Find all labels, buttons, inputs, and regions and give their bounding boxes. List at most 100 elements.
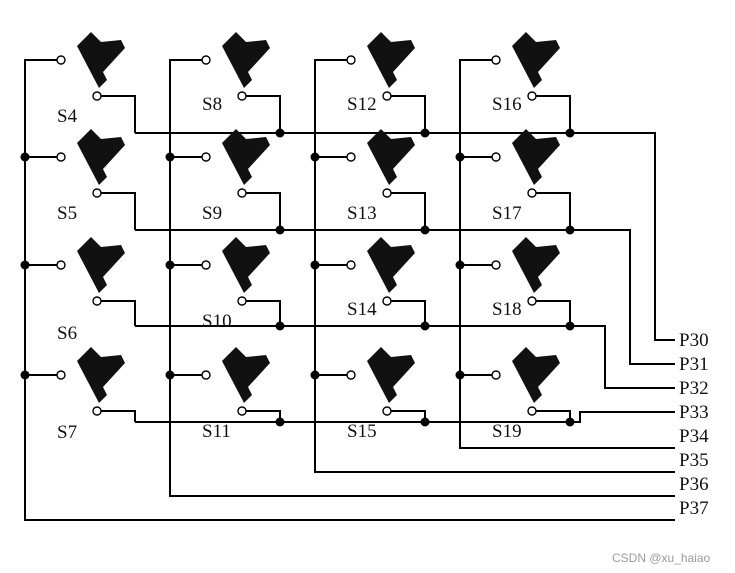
junction-dot bbox=[420, 128, 430, 138]
switch-s15: S15 bbox=[346, 347, 415, 442]
switch-s17: S17 bbox=[491, 129, 560, 224]
terminal-bottom bbox=[382, 296, 392, 306]
junction-dot bbox=[455, 152, 465, 162]
port-label: P35 bbox=[679, 450, 709, 471]
switch-label: S13 bbox=[347, 203, 377, 224]
junction-dot bbox=[565, 417, 575, 427]
switch-lead bbox=[101, 300, 136, 326]
terminal-bottom bbox=[527, 296, 537, 306]
switch-label: S16 bbox=[492, 94, 522, 115]
switch-s8: S8 bbox=[201, 32, 270, 115]
switch-actuator-icon bbox=[367, 347, 415, 403]
switch-s4: S4 bbox=[56, 32, 125, 127]
switch-s12: S12 bbox=[346, 32, 415, 115]
switch-layer: S4S5S6S7S8S9S10S11S12S13S14S15S16S17S18S… bbox=[56, 32, 560, 443]
switch-lead bbox=[246, 95, 281, 133]
switch-actuator-icon bbox=[512, 32, 560, 88]
switch-s5: S5 bbox=[56, 129, 125, 224]
junction-dot bbox=[455, 370, 465, 380]
switch-label: S19 bbox=[492, 421, 522, 442]
terminal-top bbox=[491, 370, 501, 380]
terminal-top bbox=[201, 152, 211, 162]
switch-actuator-icon bbox=[367, 237, 415, 293]
switch-lead bbox=[101, 95, 136, 133]
junction-dot bbox=[165, 370, 175, 380]
switch-label: S7 bbox=[57, 422, 77, 443]
row-bus bbox=[135, 325, 675, 389]
switch-actuator-icon bbox=[77, 347, 125, 403]
terminal-bottom bbox=[92, 296, 102, 306]
switch-actuator-icon bbox=[367, 32, 415, 88]
switch-s9: S9 bbox=[201, 129, 270, 224]
switch-label: S15 bbox=[347, 421, 377, 442]
switch-s14: S14 bbox=[346, 237, 415, 320]
switch-actuator-icon bbox=[77, 32, 125, 88]
switch-actuator-icon bbox=[222, 347, 270, 403]
switch-lead bbox=[246, 410, 281, 422]
switch-s16: S16 bbox=[491, 32, 560, 115]
terminal-bottom bbox=[237, 188, 247, 198]
switch-label: S9 bbox=[202, 203, 222, 224]
terminal-bottom bbox=[382, 188, 392, 198]
switch-actuator-icon bbox=[222, 129, 270, 185]
switch-lead bbox=[536, 410, 571, 422]
switch-actuator-icon bbox=[77, 237, 125, 293]
terminal-bottom bbox=[527, 406, 537, 416]
terminal-top bbox=[201, 260, 211, 270]
junction-dot bbox=[565, 225, 575, 235]
switch-label: S8 bbox=[202, 94, 222, 115]
junction-dot bbox=[275, 417, 285, 427]
terminal-bottom bbox=[237, 91, 247, 101]
switch-lead bbox=[536, 95, 571, 133]
junction-dot bbox=[310, 152, 320, 162]
terminal-top bbox=[346, 152, 356, 162]
switch-s13: S13 bbox=[346, 129, 415, 224]
switch-lead bbox=[536, 300, 571, 326]
switch-s6: S6 bbox=[56, 237, 125, 344]
junction-dot bbox=[165, 152, 175, 162]
terminal-top bbox=[56, 55, 66, 65]
watermark: CSDN @xu_haiao bbox=[612, 551, 711, 565]
switch-label: S5 bbox=[57, 203, 77, 224]
terminal-bottom bbox=[92, 406, 102, 416]
port-label: P37 bbox=[679, 498, 709, 519]
terminal-bottom bbox=[92, 91, 102, 101]
terminal-top bbox=[201, 55, 211, 65]
column-rail bbox=[459, 59, 675, 449]
junction-dot bbox=[565, 321, 575, 331]
terminal-top bbox=[201, 370, 211, 380]
row-bus bbox=[135, 229, 675, 365]
terminal-bottom bbox=[527, 91, 537, 101]
row-bus bbox=[135, 132, 675, 341]
terminal-top bbox=[56, 260, 66, 270]
junction-dot bbox=[275, 225, 285, 235]
switch-label: S18 bbox=[492, 299, 522, 320]
terminal-top bbox=[491, 55, 501, 65]
switch-s7: S7 bbox=[56, 347, 125, 443]
terminal-top bbox=[491, 260, 501, 270]
port-label: P33 bbox=[679, 402, 709, 423]
switch-lead bbox=[536, 192, 571, 230]
junction-dot bbox=[20, 260, 30, 270]
port-label: P36 bbox=[679, 474, 709, 495]
switch-lead bbox=[246, 192, 281, 230]
terminal-top bbox=[56, 370, 66, 380]
switch-s19: S19 bbox=[491, 347, 560, 442]
junction-dot bbox=[275, 321, 285, 331]
switch-lead bbox=[101, 192, 136, 230]
switch-lead bbox=[246, 300, 281, 326]
junction-dot bbox=[20, 370, 30, 380]
switch-s10: S10 bbox=[201, 237, 270, 332]
terminal-top bbox=[346, 260, 356, 270]
terminal-top bbox=[56, 152, 66, 162]
junction-dot bbox=[420, 225, 430, 235]
switch-actuator-icon bbox=[512, 129, 560, 185]
switch-lead bbox=[391, 95, 426, 133]
switch-actuator-icon bbox=[77, 129, 125, 185]
terminal-bottom bbox=[382, 91, 392, 101]
junction-dot bbox=[310, 370, 320, 380]
switch-actuator-icon bbox=[222, 237, 270, 293]
junction-dot bbox=[455, 260, 465, 270]
switch-label: S17 bbox=[492, 203, 522, 224]
